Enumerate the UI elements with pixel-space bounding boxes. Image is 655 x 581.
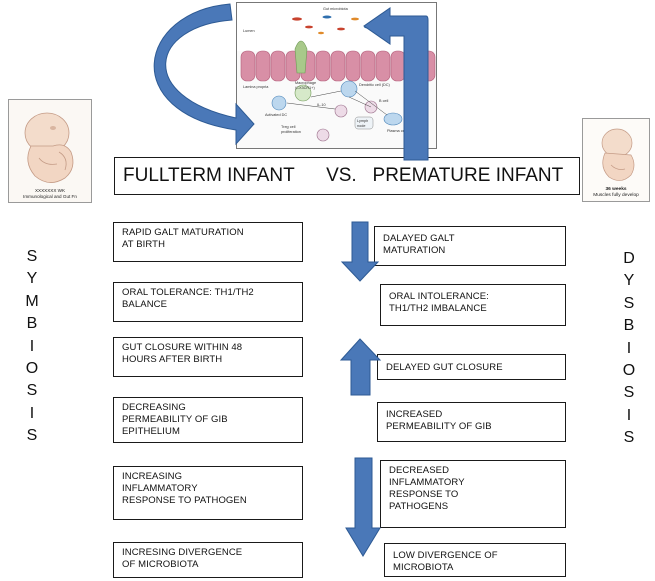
up-arrow-middle bbox=[339, 338, 382, 396]
fullterm-box-tolerance: ORAL TOLERANCE: TH1/TH2 BALANCE bbox=[113, 282, 303, 322]
infant-left-caption-2: Immunological and Gut Fn bbox=[23, 193, 77, 199]
title-vs: VS. bbox=[326, 165, 357, 186]
box-line: ORAL TOLERANCE: TH1/TH2 bbox=[122, 287, 254, 298]
symbiosis-letter: B bbox=[26, 315, 38, 333]
dysbiosis-letter: I bbox=[626, 406, 632, 424]
dysbiosis-letter: S bbox=[623, 384, 635, 402]
comparison-title: FULLTERM INFANT VS. PREMATURE INFANT bbox=[114, 157, 580, 195]
fullterm-infant-image: XXXXXXX WK Immunological and Gut Fn bbox=[8, 99, 92, 203]
gut-label-lymph: Lymph node bbox=[357, 119, 369, 128]
dysbiosis-letter: S bbox=[623, 429, 635, 447]
box-line: PATHOGENS bbox=[389, 501, 449, 512]
gut-label-il10: IL-10 bbox=[317, 103, 326, 107]
dysbiosis-letter: S bbox=[623, 294, 635, 312]
premature-fetus-illustration bbox=[601, 128, 635, 181]
gut-label-iga: IgA bbox=[413, 99, 419, 103]
premature-box-intolerance: ORAL INTOLERANCE: TH1/TH2 IMBALANCE bbox=[380, 284, 566, 326]
box-line: OF MICROBIOTA bbox=[122, 559, 199, 570]
gut-epithelium-illustration bbox=[237, 3, 436, 142]
down-arrow-bottom bbox=[345, 457, 381, 557]
infant-right-caption-1: 36 weeks bbox=[605, 187, 627, 192]
box-line: PERMEABILITY OF GIB bbox=[122, 414, 228, 425]
fullterm-box-microbiota: INCRESING DIVERGENCE OF MICROBIOTA bbox=[113, 542, 303, 578]
box-line: RESPONSE TO bbox=[389, 489, 459, 500]
dysbiosis-letter: D bbox=[623, 250, 635, 267]
gut-label-lumen: Lumen bbox=[243, 29, 255, 33]
premature-box-inflammatory: DECREASED INFLAMMATORY RESPONSE TO PATHO… bbox=[380, 460, 566, 528]
fullterm-box-galt: RAPID GALT MATURATION AT BIRTH bbox=[113, 222, 303, 262]
dysbiosis-label: D Y S B I O S I S bbox=[622, 248, 636, 450]
infant-left-caption-1: XXXXXXX WK bbox=[34, 188, 66, 193]
box-line: HOURS AFTER BIRTH bbox=[122, 354, 223, 365]
box-line: AT BIRTH bbox=[122, 239, 166, 250]
dysbiosis-letter: O bbox=[622, 362, 636, 380]
box-line: INFLAMMATORY bbox=[389, 477, 465, 488]
symbiosis-letter: Y bbox=[26, 270, 38, 288]
premature-infant-image: 36 weeks Muscles fully develop bbox=[582, 118, 650, 202]
down-arrow-top bbox=[340, 221, 380, 282]
gut-label-macrophage: Macrophage (CX3CR1+) bbox=[295, 81, 317, 90]
premature-box-galt: DALAYED GALT MATURATION bbox=[374, 226, 566, 266]
gut-label-activated: Activated DC bbox=[265, 113, 288, 117]
infant-right-caption-2: Muscles fully develop bbox=[593, 192, 639, 198]
box-line: INCRESING DIVERGENCE bbox=[122, 547, 243, 558]
box-line: DECREASED bbox=[389, 465, 450, 476]
dysbiosis-letter: B bbox=[623, 317, 635, 335]
box-line: DECREASING bbox=[122, 402, 186, 413]
symbiosis-label: S Y M B I O S I S bbox=[25, 246, 39, 448]
gut-label-dendritic: Dendritic cell (DC) bbox=[359, 83, 390, 87]
box-line: PERMEABILITY OF GIB bbox=[386, 421, 492, 432]
fullterm-box-gut-closure: GUT CLOSURE WITHIN 48 HOURS AFTER BIRTH bbox=[113, 337, 303, 377]
box-line: DELAYED GUT CLOSURE bbox=[386, 362, 503, 373]
box-line: RAPID GALT MATURATION bbox=[122, 227, 244, 238]
gut-label-lamina: Lamina propria bbox=[243, 85, 269, 89]
box-line: MATURATION bbox=[383, 245, 446, 256]
box-line: INCREASED bbox=[386, 409, 443, 420]
dysbiosis-letter: I bbox=[626, 339, 632, 357]
gut-immunology-figure: Lumen Gut microbiota Lamina propria Macr… bbox=[236, 2, 437, 149]
box-line: TH1/TH2 IMBALANCE bbox=[389, 303, 487, 314]
symbiosis-letter: I bbox=[29, 404, 35, 422]
symbiosis-letter: O bbox=[25, 360, 39, 378]
symbiosis-letter: S bbox=[26, 248, 38, 265]
box-line: MICROBIOTA bbox=[393, 562, 454, 573]
fullterm-box-inflammatory: INCREASING INFLAMMATORY RESPONSE TO PATH… bbox=[113, 466, 303, 520]
symbiosis-letter: M bbox=[25, 292, 39, 310]
box-line: GUT CLOSURE WITHIN 48 bbox=[122, 342, 243, 353]
title-fullterm: FULLTERM INFANT bbox=[123, 165, 295, 186]
box-line: DALAYED GALT bbox=[383, 233, 455, 244]
premature-box-microbiota: LOW DIVERGENCE OF MICROBIOTA bbox=[384, 543, 566, 577]
symbiosis-letter: S bbox=[26, 382, 38, 400]
gut-label-bcell: B cell bbox=[379, 99, 389, 103]
symbiosis-letter: I bbox=[29, 337, 35, 355]
dysbiosis-letter: Y bbox=[623, 272, 635, 290]
box-line: ORAL INTOLERANCE: bbox=[389, 291, 489, 302]
fullterm-box-permeability: DECREASING PERMEABILITY OF GIB EPITHELIU… bbox=[113, 397, 303, 443]
gut-label-treg: Treg cell proliferation bbox=[281, 125, 301, 134]
premature-box-gut-closure: DELAYED GUT CLOSURE bbox=[377, 354, 566, 380]
symbiosis-letter: S bbox=[26, 427, 38, 445]
gut-label-plasma: Plasma cell bbox=[387, 129, 407, 133]
box-line: INCREASING bbox=[122, 471, 183, 482]
infant-fetus-illustration bbox=[24, 112, 74, 183]
premature-box-permeability: INCREASED PERMEABILITY OF GIB bbox=[377, 402, 566, 442]
title-premature: PREMATURE INFANT bbox=[372, 165, 564, 186]
box-line: INFLAMMATORY bbox=[122, 483, 198, 494]
box-line: EPITHELIUM bbox=[122, 426, 181, 437]
box-line: LOW DIVERGENCE OF bbox=[393, 550, 498, 561]
box-line: BALANCE bbox=[122, 299, 168, 310]
box-line: RESPONSE TO PATHOGEN bbox=[122, 495, 247, 506]
gut-label-microbiota: Gut microbiota bbox=[323, 7, 348, 11]
